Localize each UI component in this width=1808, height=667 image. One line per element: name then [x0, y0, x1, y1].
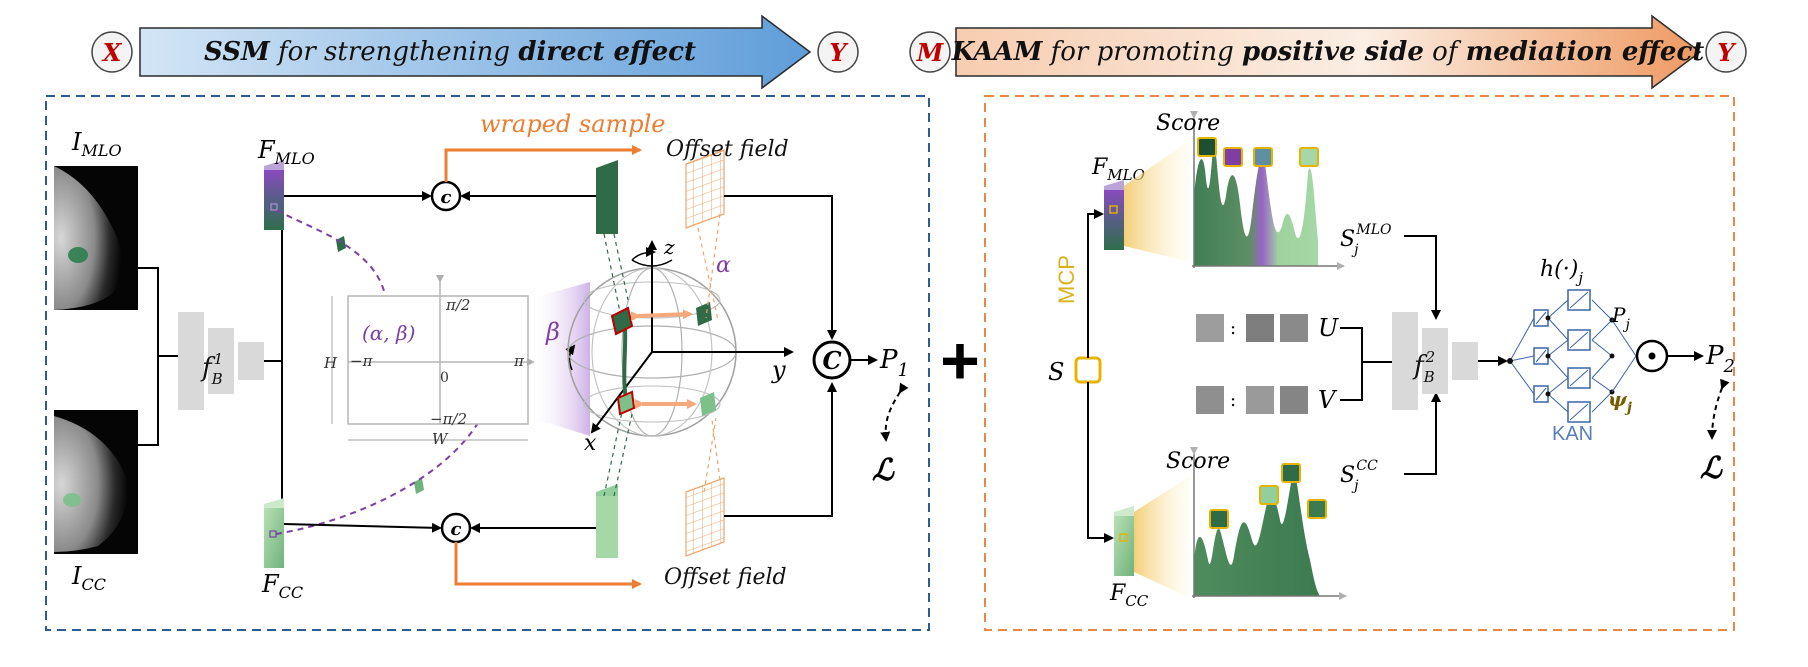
label-s: S — [1048, 358, 1064, 386]
node-m-circle — [909, 31, 951, 73]
label-sj-cc: SjCC — [1340, 458, 1378, 494]
tick-neg-pi: −π — [350, 352, 374, 370]
label-f-cc: FCC — [261, 570, 303, 602]
axis-z: z — [663, 235, 675, 259]
concat-node-bottom-label: c — [451, 519, 462, 540]
feature-map-cc — [264, 498, 284, 568]
tick-pi: π — [513, 352, 525, 370]
label-i-cc: ICC — [71, 562, 106, 594]
tick-zero: 0 — [440, 370, 449, 386]
concat-node-main-label: C — [822, 346, 841, 375]
label-offset-field-top: Offset field — [666, 137, 789, 162]
label-score-bottom: Score — [1166, 449, 1230, 474]
arrow-sj-mlo-to-backbone — [1404, 235, 1441, 320]
loss-right: ℒ — [1700, 451, 1723, 486]
beta-cone — [532, 282, 590, 436]
loss-left: ℒ — [872, 453, 895, 488]
odot-dot — [1648, 352, 1656, 360]
arrow-offset-top-to-concat — [724, 195, 837, 340]
feature-map-mlo — [264, 160, 284, 230]
node-m: M — [916, 38, 945, 67]
mammogram-mlo — [54, 166, 138, 310]
label-h-j: h(·)j — [1540, 257, 1583, 287]
arrow-offset-bottom-to-concat — [724, 382, 837, 517]
label-sj-mlo: SjMLO — [1340, 222, 1392, 258]
label-offset-field-bottom: Offset field — [664, 565, 787, 590]
ssm-panel-border — [45, 95, 930, 631]
cone-cc — [1134, 476, 1190, 598]
label-psi-j: ψj — [1608, 387, 1632, 416]
backbone-2: fB2 — [1392, 312, 1478, 410]
offset-field-top — [685, 149, 725, 229]
label-u: U — [1318, 314, 1339, 342]
right-feature-map-cc — [1114, 506, 1134, 576]
v-patches — [1196, 386, 1308, 414]
banner-left: SSM for strengthening direct effect X Y — [91, 14, 859, 90]
node-y-right: Y — [1717, 38, 1737, 67]
banner-left-title: SSM for strengthening direct effect — [204, 37, 696, 67]
node-y-right-circle — [1705, 31, 1747, 73]
kan-network — [1507, 289, 1637, 423]
right-feature-map-mlo — [1104, 180, 1124, 250]
label-f-mlo: FMLO — [257, 136, 315, 168]
label-w: W — [432, 430, 449, 448]
label-right-f-cc: FCC — [1109, 581, 1149, 610]
banner-right: KAAM for promoting positive side of medi… — [909, 14, 1747, 90]
tick-pi-half: π/2 — [445, 296, 470, 314]
score-chart-bottom — [1190, 447, 1347, 600]
coordinate-map: π/2 −π/2 −π π 0 H W (α, β) — [323, 275, 535, 448]
node-s — [1074, 356, 1102, 384]
banner-right-title: KAAM for promoting positive side of medi… — [951, 37, 1705, 67]
cone-mlo — [1124, 140, 1190, 262]
u-patches — [1196, 314, 1308, 342]
uv-connector — [1340, 327, 1392, 401]
plus-sign: + — [940, 323, 980, 399]
u-colon: : — [1230, 318, 1236, 339]
mammo-connector — [138, 267, 178, 446]
node-x: X — [101, 38, 123, 67]
concat-node-top-label: c — [441, 187, 452, 208]
label-h: H — [323, 354, 338, 372]
score-chart-top — [1190, 111, 1345, 270]
node-y-left-circle — [817, 31, 859, 73]
arrow-wraped-sample-bottom — [454, 542, 642, 589]
kaam-panel-border — [984, 95, 1735, 631]
label-alpha: α — [716, 253, 731, 278]
axis-x: x — [584, 431, 597, 456]
label-p1: P1 — [879, 345, 909, 381]
node-x-circle — [91, 31, 133, 73]
label-v: V — [1318, 386, 1338, 414]
arrow-wraped-sample-top — [444, 145, 642, 182]
loss-arrow-left — [880, 382, 909, 442]
sphere — [567, 240, 794, 437]
warped-map-mlo — [596, 160, 618, 234]
arrow-fcc-to-concat — [283, 522, 442, 533]
patch-mlo — [336, 236, 346, 252]
warped-map-cc — [596, 484, 618, 558]
backbone-1-split — [264, 199, 283, 531]
axis-y: y — [771, 356, 786, 384]
node-y-left: Y — [829, 38, 849, 67]
label-p2: P2 — [1705, 341, 1735, 377]
tick-neg-pi-half: −π/2 — [430, 410, 467, 428]
backbone-1: fB1 — [178, 312, 264, 410]
loss-arrow-right — [1707, 378, 1730, 440]
v-colon: : — [1230, 390, 1236, 411]
label-beta: β — [545, 318, 560, 346]
mammogram-cc — [54, 410, 138, 554]
patch-cc — [414, 478, 424, 494]
label-mcp: MCP — [1054, 255, 1079, 304]
arrow-sj-cc-to-backbone — [1404, 392, 1441, 475]
label-pj: Pj — [1611, 303, 1630, 333]
label-i-mlo: IMLO — [71, 128, 122, 160]
projection-lines-green — [603, 233, 633, 497]
label-alpha-beta: (α, β) — [362, 321, 415, 345]
label-score-top: Score — [1156, 111, 1220, 136]
label-wraped-sample: wraped sample — [480, 110, 666, 138]
sample-path-cc — [275, 390, 495, 535]
offset-field-bottom — [685, 477, 725, 557]
label-kan: KAN — [1552, 423, 1593, 445]
